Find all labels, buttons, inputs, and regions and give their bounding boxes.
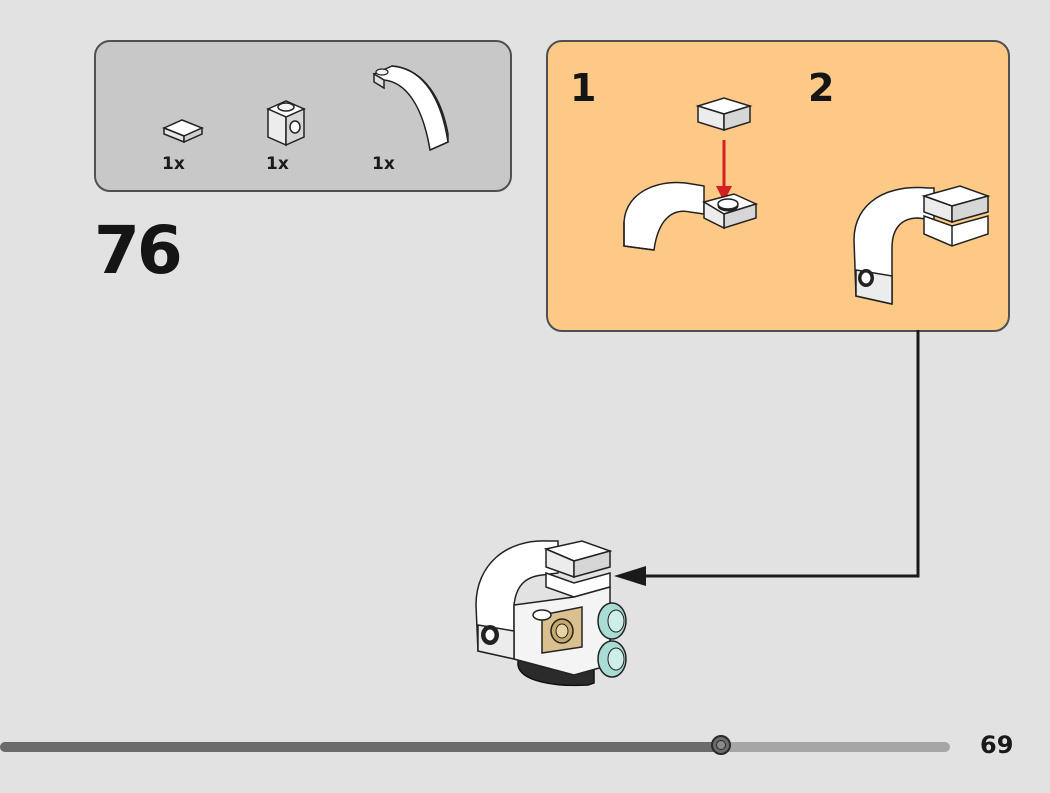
step-number: 76 <box>94 212 183 289</box>
progress-knob[interactable] <box>711 735 731 755</box>
parts-list-panel: 1x 1x 1x <box>94 40 512 192</box>
tile-1x1-part <box>162 119 204 144</box>
page-number: 69 <box>980 731 1014 759</box>
part-quantity: 1x <box>372 154 395 174</box>
part-quantity: 1x <box>162 154 185 174</box>
sub-step-number: 1 <box>570 66 597 110</box>
callout-connector-arrow <box>614 330 920 586</box>
curved-slope-part <box>372 65 449 152</box>
sub-step-number: 2 <box>808 66 835 110</box>
assembled-model <box>475 540 627 687</box>
progress-bar-fill <box>0 742 722 752</box>
sub-step-2-illustration <box>853 185 991 305</box>
progress-bar[interactable] <box>0 735 950 755</box>
sub-assembly-panel: 1 2 <box>546 40 1010 332</box>
sub-step-1-illustration <box>623 97 759 251</box>
brick-1x1-part <box>266 100 306 147</box>
part-quantity: 1x <box>266 154 289 174</box>
